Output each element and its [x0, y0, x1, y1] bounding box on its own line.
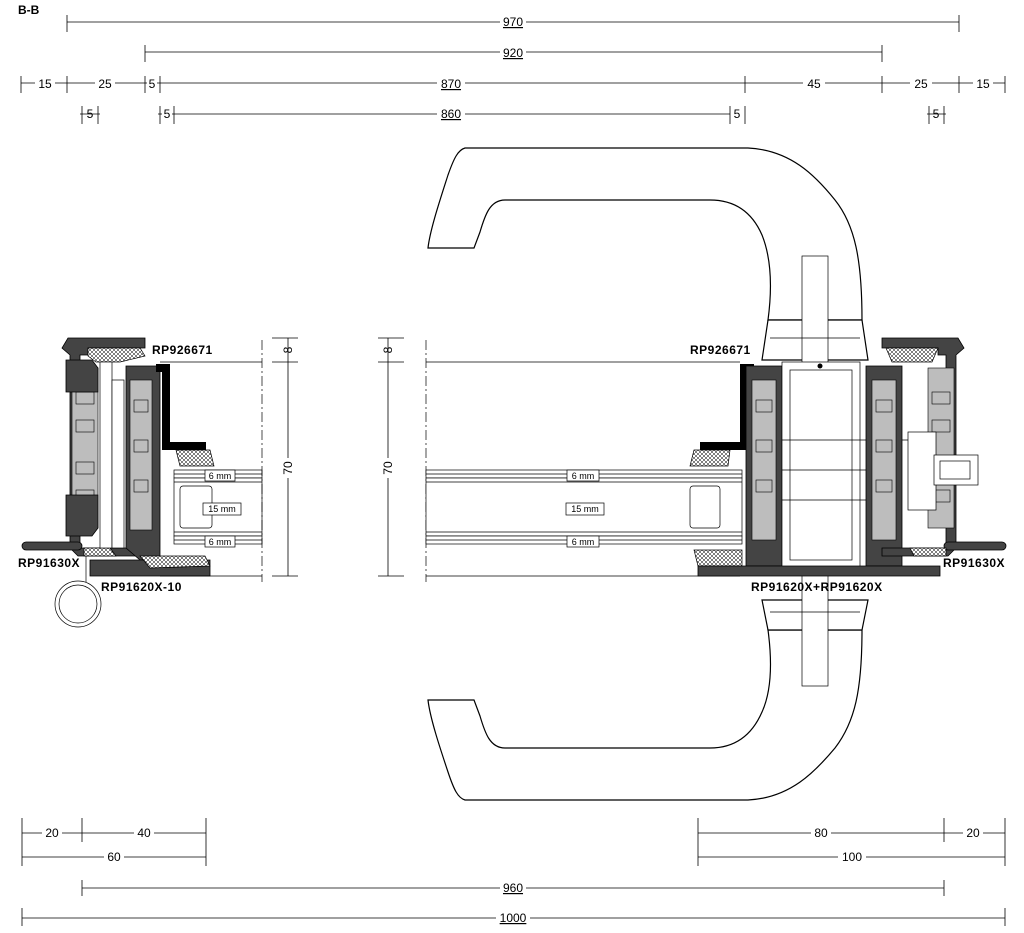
dim-left-8: 8	[281, 346, 295, 353]
label-right-top: RP926671	[690, 343, 751, 357]
glass-left-top-label: 6 mm	[209, 471, 232, 481]
label-left-top: RP926671	[152, 343, 213, 357]
dim-bottom-20-left: 20	[45, 826, 59, 840]
bottom-dimensions: 20 40 60 80 20 100 960 1000	[21, 818, 1006, 926]
glass-left-mid-label: 15 mm	[208, 504, 236, 514]
dim-860: 860	[441, 107, 461, 121]
dim-45: 45	[807, 77, 821, 91]
dim-bottom-40: 40	[137, 826, 151, 840]
dim-bottom-100: 100	[842, 850, 862, 864]
glass-right-bottom-label: 6 mm	[572, 537, 595, 547]
label-right-bottom: RP91620X+RP91620X	[751, 580, 883, 594]
dim-5-d: 5	[933, 107, 940, 121]
glass-right-mid-label: 15 mm	[571, 504, 599, 514]
dim-960: 960	[503, 881, 523, 895]
left-frame-section: 6 mm 15 mm 6 mm 8 70	[21, 337, 298, 628]
dim-870: 870	[441, 77, 461, 91]
dim-right-70: 70	[381, 461, 395, 475]
dim-5-c: 5	[734, 107, 741, 121]
right-frame-section: 8 70 6 mm 15 mm 6 mm	[378, 337, 1007, 582]
dim-15-left: 15	[38, 77, 52, 91]
label-left-side: RP91630X	[18, 556, 80, 570]
dim-bottom-80: 80	[814, 826, 828, 840]
dim-bottom-20-right: 20	[966, 826, 980, 840]
label-left-bottom: RP91620X-10	[101, 580, 182, 594]
dim-right-8: 8	[381, 346, 395, 353]
dim-bottom-60: 60	[107, 850, 121, 864]
label-right-side: RP91630X	[943, 556, 1005, 570]
dim-5-b: 5	[164, 107, 171, 121]
top-dimensions: 970 920 15 25 5 870 45 25 15 5	[20, 15, 1006, 124]
glass-right-top-label: 6 mm	[572, 471, 595, 481]
dim-5-a: 5	[87, 107, 94, 121]
dim-25-right: 25	[914, 77, 928, 91]
dim-920: 920	[503, 46, 523, 60]
dim-left-70: 70	[281, 461, 295, 475]
dim-15-right: 15	[976, 77, 990, 91]
glass-left-bottom-label: 6 mm	[209, 537, 232, 547]
dim-1000: 1000	[500, 911, 527, 925]
dim-5-top: 5	[149, 77, 156, 91]
dim-970: 970	[503, 15, 523, 29]
dim-25-left: 25	[98, 77, 112, 91]
section-title: B-B	[18, 3, 40, 17]
